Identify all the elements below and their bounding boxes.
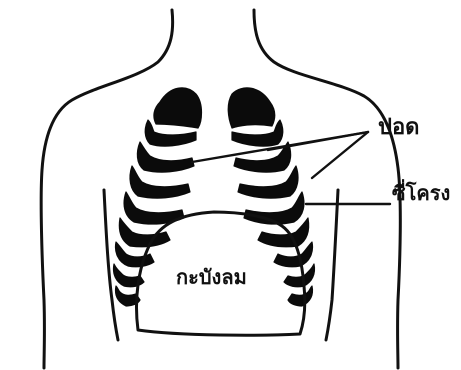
right-lung-top [228,88,275,128]
lungs-group [154,88,275,128]
right-arm-inner-line [326,190,338,340]
right-rib [284,264,315,287]
diaphragm-label: กะบังลม [176,265,247,289]
left-arm-inner-line [104,190,118,340]
lungs-label: ปอด [378,115,419,140]
left-lung-top [154,88,202,128]
right-rib [288,286,313,306]
ribs-label: ซี่โครง [392,178,450,205]
torso-outline [41,10,400,368]
